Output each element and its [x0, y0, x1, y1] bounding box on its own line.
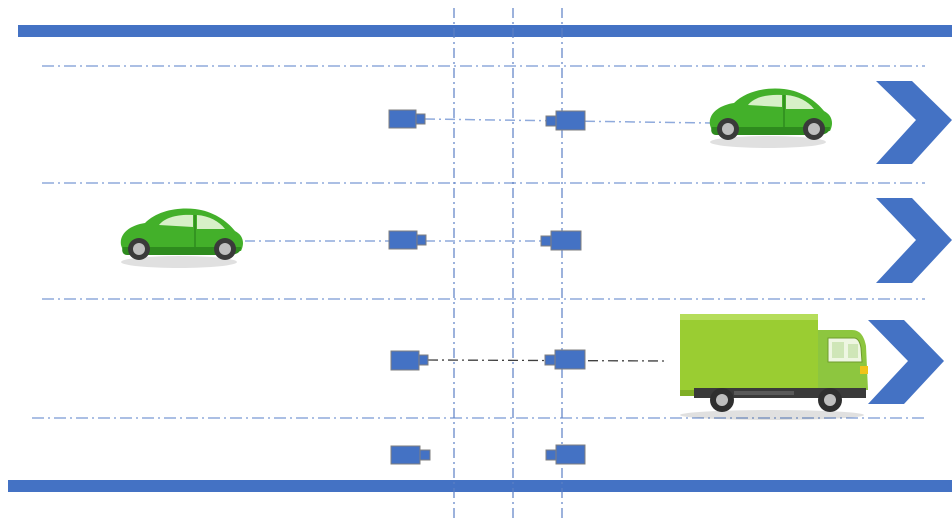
chevron-right-icon: [868, 320, 944, 404]
vertical-reference-lines: [453, 8, 563, 522]
chevron-right-icon: [876, 198, 952, 283]
truck-lane-3: [680, 314, 868, 420]
sensor-column-right: [540, 110, 586, 465]
sensor-left-lane-1: [388, 109, 426, 129]
sensor-left-lane-2: [388, 230, 427, 250]
sensor-right-lane-2: [540, 230, 582, 251]
chevron-right-icon: [876, 81, 952, 164]
detection-beams: [245, 118, 711, 362]
road-edge-top: [18, 25, 952, 37]
sensor-column-left: [388, 109, 431, 465]
sensor-left-lane-4: [390, 445, 431, 465]
road-edge-bottom: [8, 480, 952, 492]
sensor-left-lane-3: [390, 350, 429, 371]
lane-dividers: [32, 65, 925, 419]
car-lane-2: [120, 208, 243, 268]
direction-arrows: [868, 81, 952, 404]
sensor-right-lane-4: [545, 444, 586, 465]
sensor-right-lane-3: [544, 349, 586, 370]
sensor-right-lane-1: [545, 110, 586, 131]
car-lane-1: [709, 88, 832, 148]
